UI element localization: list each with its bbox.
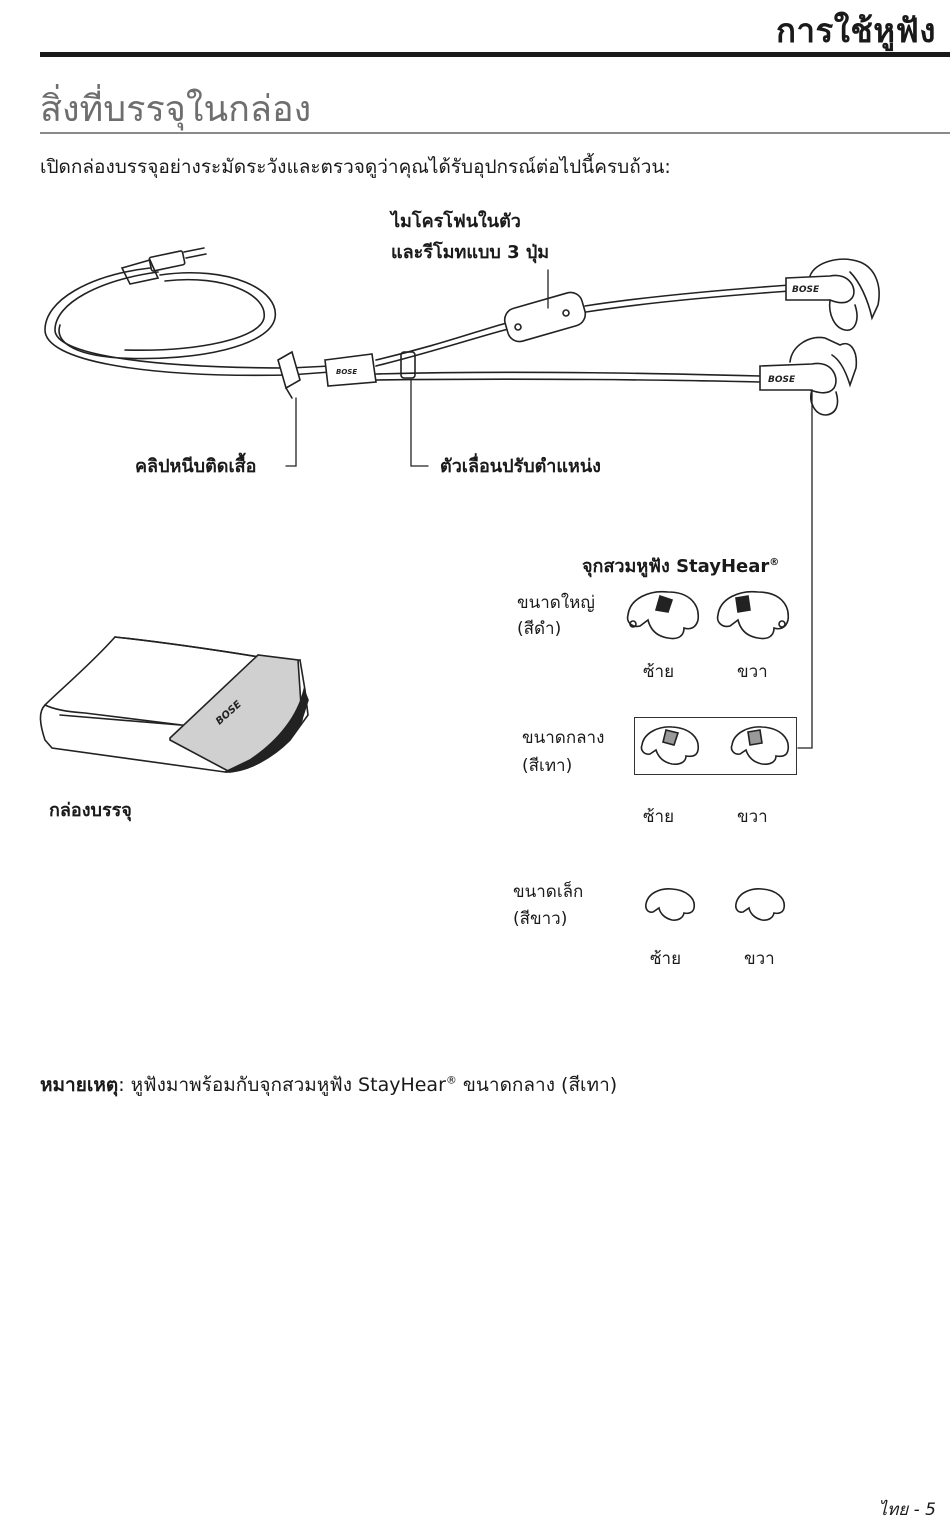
size-medium-color: (สีเทา)	[522, 756, 573, 776]
earbud-bottom: BOSE	[759, 336, 858, 416]
size-small-name: ขนาดเล็ก	[513, 882, 584, 902]
cable-splitter: BOSE	[324, 353, 377, 387]
note-text-after: ขนาดกลาง (สีเทา)	[456, 1074, 618, 1096]
size-medium-right: ขวา	[737, 807, 768, 827]
size-large-name: ขนาดใหญ่	[517, 593, 595, 613]
mic-remote-label-line2: และรีโมทแบบ 3 ปุ่ม	[391, 242, 550, 263]
chapter-title: การใช้หูฟัง	[776, 11, 936, 50]
clip-label: คลิปหนีบติดเสื้อ	[135, 456, 257, 477]
shirt-clip	[277, 350, 301, 399]
inline-remote	[503, 291, 587, 343]
eartips-title: จุกสวมหูฟัง StayHear®	[582, 551, 779, 580]
section-title: สิ่งที่บรรจุในกล่อง	[40, 89, 312, 130]
intro-text: เปิดกล่องบรรจุอย่างระมัดระวังและตรวจดูว่…	[40, 156, 671, 178]
earbud-top-logo: BOSE	[792, 285, 820, 295]
eartip-small-left	[645, 888, 696, 921]
leader-eartips	[797, 391, 813, 749]
audio-plug	[120, 247, 207, 285]
default-eartip-box	[634, 717, 797, 775]
slider-label: ตัวเลื่อนปรับตำแหน่ง	[440, 456, 601, 477]
size-large-color: (สีดำ)	[517, 619, 562, 639]
size-large-right: ขวา	[737, 662, 768, 682]
eartip-small-right	[735, 888, 786, 921]
note-text-before: : หูฟังมาพร้อมกับจุกสวมหูฟัง StayHear	[118, 1074, 446, 1096]
section-rule	[40, 132, 950, 134]
eartip-large-left	[626, 590, 699, 640]
eartip-medium-right	[730, 726, 789, 765]
cable-loop	[44, 267, 291, 377]
earbud-top: BOSE	[785, 258, 880, 331]
note-reg: ®	[445, 1073, 457, 1087]
mic-remote-label-line1: ไมโครโฟนในตัว	[391, 211, 521, 232]
header-rule	[40, 52, 950, 57]
eartip-medium-left	[640, 726, 699, 765]
eartips-title-text: จุกสวมหูฟัง StayHear	[582, 556, 770, 577]
size-medium-name: ขนาดกลาง	[522, 728, 605, 748]
note-label: หมายเหตุ	[40, 1074, 119, 1096]
leader-clip	[285, 397, 297, 467]
note: หมายเหตุ: หูฟังมาพร้อมกับจุกสวมหูฟัง Sta…	[40, 1070, 617, 1100]
earbud-bottom-logo: BOSE	[768, 375, 796, 385]
size-medium-left: ซ้าย	[643, 807, 675, 827]
size-small-color: (สีขาว)	[513, 909, 568, 929]
size-large-left: ซ้าย	[643, 662, 675, 682]
size-small-left: ซ้าย	[650, 949, 682, 969]
carrying-case: BOSE	[39, 636, 309, 773]
case-label: กล่องบรรจุ	[49, 800, 132, 821]
leader-slider	[410, 379, 429, 467]
page-number: ไทย - 5	[878, 1500, 936, 1520]
size-small-right: ขวา	[744, 949, 775, 969]
eartips-title-reg: ®	[769, 557, 780, 568]
splitter-logo: BOSE	[336, 368, 357, 376]
eartip-large-right	[716, 590, 789, 640]
